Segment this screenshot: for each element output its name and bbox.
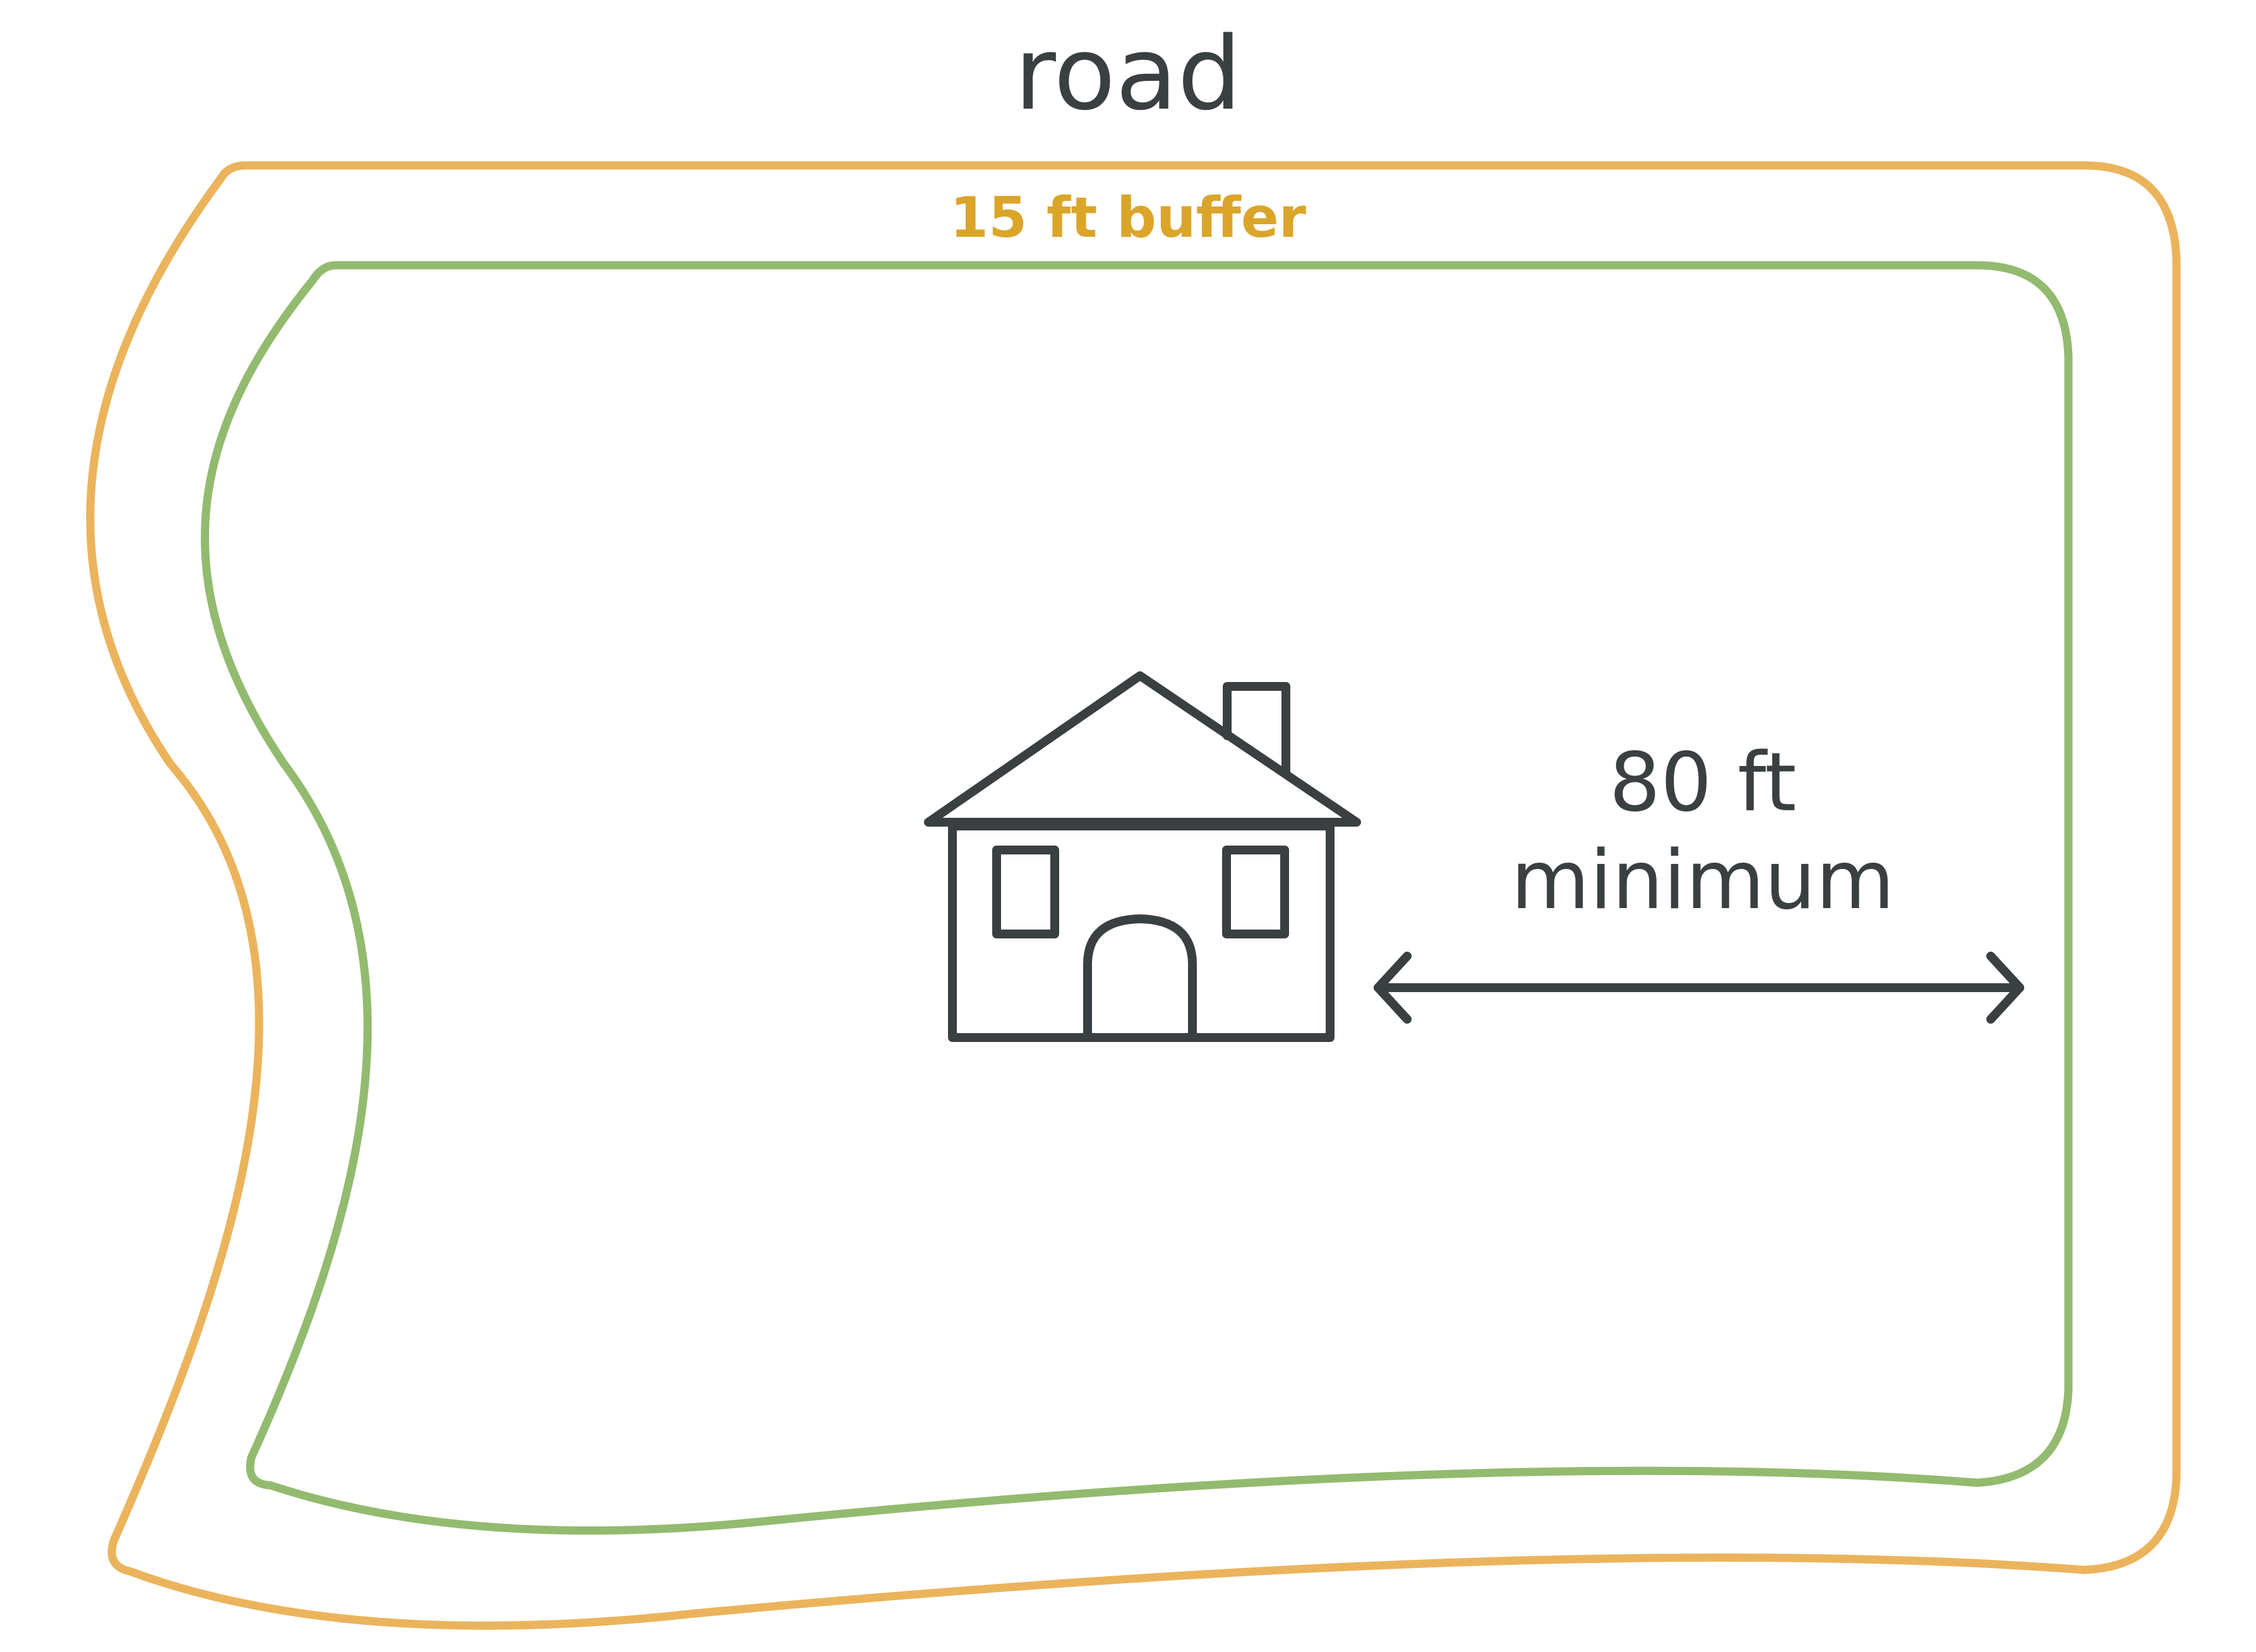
house-icon bbox=[924, 671, 1361, 1042]
double-arrow-icon bbox=[1374, 952, 2024, 1024]
house-window-left bbox=[992, 846, 1059, 938]
house-chimney bbox=[1223, 682, 1290, 778]
measurement-arrowhead-left bbox=[1374, 952, 1412, 1024]
house-door bbox=[1083, 914, 1197, 1042]
distance-value-label: 80 ft bbox=[1609, 736, 1797, 830]
house-wall bbox=[948, 822, 1335, 1042]
buffer-boundary bbox=[86, 161, 2181, 1630]
measurement-arrowhead-right bbox=[1986, 952, 2024, 1024]
house-window-right bbox=[1222, 846, 1289, 938]
distance-qualifier-label: minimum bbox=[1511, 834, 1895, 928]
lot-boundary bbox=[200, 261, 2073, 1535]
road-label: road bbox=[1014, 15, 1242, 133]
house-roof bbox=[924, 671, 1361, 827]
buffer-label: 15 ft buffer bbox=[949, 185, 1307, 250]
